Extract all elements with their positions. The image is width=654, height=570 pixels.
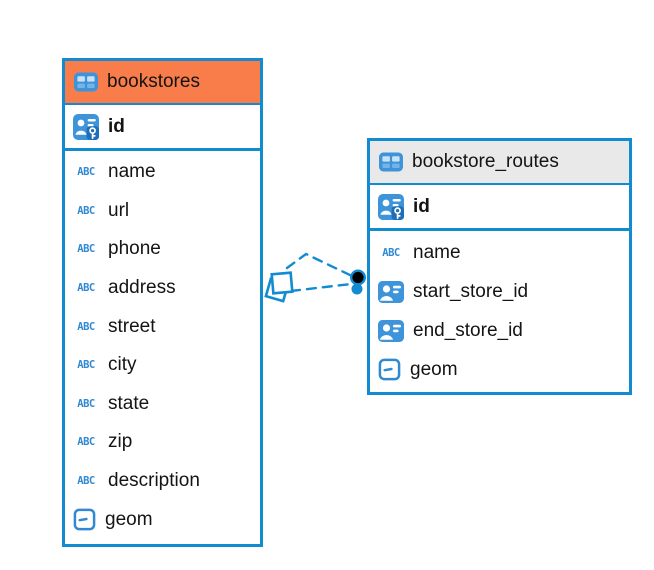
reference-type-icon <box>378 281 404 303</box>
column-name: city <box>108 354 137 376</box>
table-bookstore-routes-header[interactable]: bookstore_routes <box>370 141 629 185</box>
column-row-phone[interactable]: ABC phone <box>65 230 260 269</box>
column-list: ABC name ABC url ABC phone ABC address A… <box>65 151 260 539</box>
text-type-icon: ABC <box>77 359 95 372</box>
table-title: bookstore_routes <box>412 151 559 172</box>
column-name: state <box>108 392 150 414</box>
column-name: zip <box>108 431 133 453</box>
column-name: end_store_id <box>413 319 523 341</box>
relationship-endpoint-black-dot <box>350 269 367 286</box>
column-row-geom[interactable]: geom <box>370 350 629 389</box>
column-row-name[interactable]: ABC name <box>65 153 260 192</box>
text-type-icon: ABC <box>77 320 95 333</box>
column-name: street <box>108 315 156 337</box>
column-name: address <box>108 277 176 299</box>
column-row-street[interactable]: ABC street <box>65 307 260 346</box>
text-type-icon: ABC <box>382 246 400 259</box>
column-name: id <box>413 195 430 217</box>
primary-key-icon <box>378 194 404 220</box>
column-row-id[interactable]: id <box>370 185 629 231</box>
column-name: id <box>108 115 125 137</box>
column-row-zip[interactable]: ABC zip <box>65 423 260 462</box>
table-bookstores-header[interactable]: bookstores <box>65 61 260 105</box>
table-icon <box>378 150 404 174</box>
column-row-city[interactable]: ABC city <box>65 346 260 385</box>
column-row-start-store-id[interactable]: start_store_id <box>370 272 629 311</box>
primary-key-icon <box>73 114 99 140</box>
column-name: start_store_id <box>413 280 529 302</box>
column-name: url <box>108 199 130 221</box>
relationship-line-end-store[interactable] <box>289 282 353 293</box>
column-row-description[interactable]: ABC description <box>65 462 260 501</box>
column-name: name <box>108 161 156 183</box>
column-row-id[interactable]: id <box>65 105 260 151</box>
text-type-icon: ABC <box>77 436 95 449</box>
relationship-endpoint-blue-dot <box>351 283 363 295</box>
text-type-icon: ABC <box>77 166 95 179</box>
relationship-line-start-store[interactable] <box>285 252 354 278</box>
table-icon <box>73 70 99 94</box>
column-name: geom <box>105 508 153 530</box>
column-list: ABC name start_store_id end_store_id geo… <box>370 231 629 389</box>
text-type-icon: ABC <box>77 282 95 295</box>
table-bookstore-routes[interactable]: bookstore_routes id ABC name start_store… <box>367 138 632 395</box>
column-name: geom <box>410 358 458 380</box>
table-title: bookstores <box>107 71 200 92</box>
column-row-url[interactable]: ABC url <box>65 192 260 231</box>
column-row-name[interactable]: ABC name <box>370 233 629 272</box>
text-type-icon: ABC <box>77 204 95 217</box>
column-row-address[interactable]: ABC address <box>65 269 260 308</box>
table-bookstores[interactable]: bookstores id ABC name ABC url ABC phone… <box>62 58 263 547</box>
column-row-end-store-id[interactable]: end_store_id <box>370 311 629 350</box>
column-row-geom[interactable]: geom <box>65 500 260 539</box>
column-name: description <box>108 470 200 492</box>
reference-type-icon <box>378 320 404 342</box>
column-row-state[interactable]: ABC state <box>65 385 260 424</box>
geometry-type-icon <box>378 358 401 381</box>
text-type-icon: ABC <box>77 475 95 488</box>
text-type-icon: ABC <box>77 243 95 256</box>
geometry-type-icon <box>73 508 96 531</box>
relationship-diamond-marker <box>264 271 294 303</box>
column-name: name <box>413 241 461 263</box>
text-type-icon: ABC <box>77 397 95 410</box>
column-name: phone <box>108 238 161 260</box>
